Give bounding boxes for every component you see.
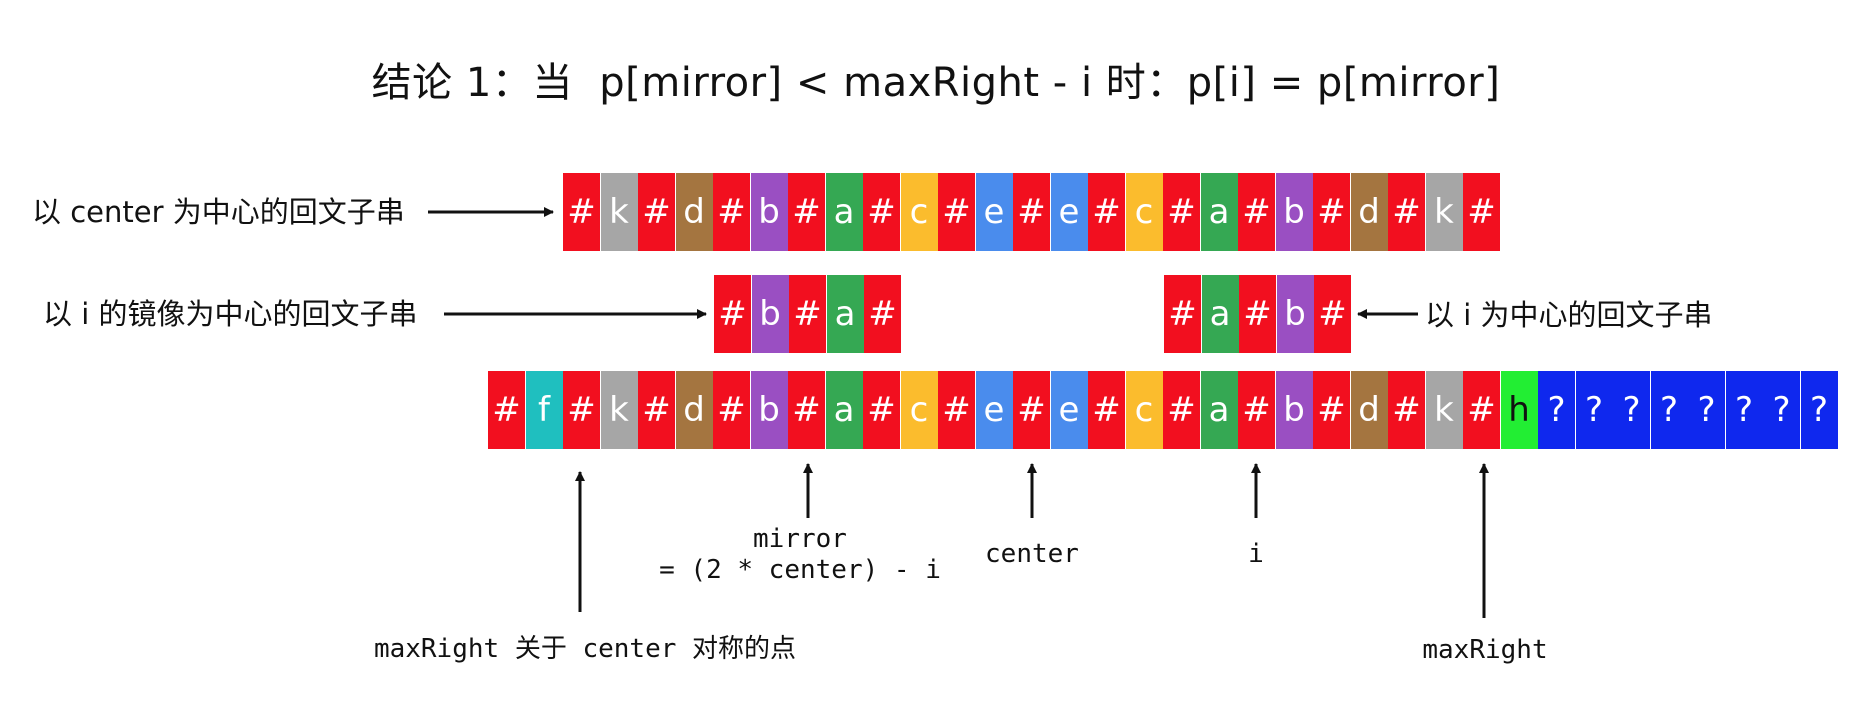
char-cell: a bbox=[825, 173, 863, 251]
char-cell: # bbox=[1088, 371, 1125, 449]
char-cell: # bbox=[638, 371, 675, 449]
char-cell: # bbox=[1238, 173, 1275, 251]
char-cell: # bbox=[1238, 371, 1275, 449]
max-right-label: maxRight bbox=[1422, 635, 1548, 665]
char-cell: e bbox=[1050, 371, 1088, 449]
char-cell: # bbox=[714, 275, 751, 353]
char-cell: a bbox=[1201, 275, 1239, 353]
char-cell: # bbox=[1388, 173, 1425, 251]
char-cell: c bbox=[900, 173, 938, 251]
char-cell: b bbox=[750, 371, 788, 449]
char-cell: ? bbox=[1688, 371, 1725, 449]
char-cell: b bbox=[1276, 275, 1314, 353]
char-cell: # bbox=[1163, 371, 1200, 449]
char-cell: d bbox=[675, 371, 713, 449]
char-cell: h bbox=[1500, 371, 1538, 449]
char-cell: e bbox=[975, 371, 1013, 449]
char-cell: k bbox=[1425, 371, 1463, 449]
char-cell: ? bbox=[1725, 371, 1763, 449]
char-cell: e bbox=[975, 173, 1013, 251]
char-cell: k bbox=[600, 173, 638, 251]
char-cell: c bbox=[900, 371, 938, 449]
char-cell: # bbox=[1313, 173, 1350, 251]
char-cell: e bbox=[1050, 173, 1088, 251]
char-cell: c bbox=[1125, 173, 1163, 251]
char-cell: # bbox=[1088, 173, 1125, 251]
char-cell: d bbox=[1350, 371, 1388, 449]
char-cell: ? bbox=[1800, 371, 1838, 449]
char-cell: # bbox=[788, 371, 825, 449]
char-cell: # bbox=[789, 275, 826, 353]
char-cell: # bbox=[1164, 275, 1201, 353]
center-palindrome-label: 以 center 为中心的回文子串 bbox=[32, 195, 405, 229]
char-cell: # bbox=[563, 371, 600, 449]
char-cell: c bbox=[1125, 371, 1163, 449]
page-title: 结论 1：当 p[mirror] < maxRight - i 时：p[i] =… bbox=[371, 60, 1501, 106]
char-cell: a bbox=[826, 275, 864, 353]
char-cell: ? bbox=[1613, 371, 1650, 449]
char-cell: a bbox=[1200, 371, 1238, 449]
i-label: i bbox=[1248, 539, 1264, 569]
char-cell: f bbox=[525, 371, 563, 449]
char-cell: b bbox=[751, 275, 789, 353]
char-cell: ? bbox=[1575, 371, 1613, 449]
char-cell: # bbox=[863, 371, 900, 449]
mirror-formula: = (2 * center) - i bbox=[659, 555, 941, 585]
char-cell: k bbox=[600, 371, 638, 449]
char-cell: # bbox=[563, 173, 600, 251]
char-cell: # bbox=[938, 173, 975, 251]
char-cell: # bbox=[864, 275, 901, 353]
char-cell: # bbox=[1463, 371, 1500, 449]
char-cell: b bbox=[1275, 371, 1313, 449]
char-cell: # bbox=[1013, 173, 1050, 251]
char-cell: # bbox=[638, 173, 675, 251]
char-cell: k bbox=[1425, 173, 1463, 251]
mirror-palindrome-row: #b#a# bbox=[714, 275, 902, 353]
char-cell: ? bbox=[1650, 371, 1688, 449]
char-cell: # bbox=[1239, 275, 1276, 353]
mirror-palindrome-label: 以 i 的镜像为中心的回文子串 bbox=[43, 297, 418, 331]
char-cell: b bbox=[750, 173, 788, 251]
char-cell: # bbox=[1314, 275, 1351, 353]
char-cell: # bbox=[938, 371, 975, 449]
char-cell: # bbox=[1388, 371, 1425, 449]
char-cell: d bbox=[1350, 173, 1388, 251]
char-cell: ? bbox=[1538, 371, 1575, 449]
char-cell: # bbox=[713, 173, 750, 251]
main-string-row: #f#k#d#b#a#c#e#e#c#a#b#d#k#h???????? bbox=[488, 371, 1838, 449]
char-cell: d bbox=[675, 173, 713, 251]
i-palindrome-label: 以 i 为中心的回文子串 bbox=[1425, 298, 1713, 332]
char-cell: # bbox=[1013, 371, 1050, 449]
char-cell: ? bbox=[1763, 371, 1800, 449]
char-cell: # bbox=[1163, 173, 1200, 251]
center-label: center bbox=[985, 539, 1079, 569]
char-cell: # bbox=[488, 371, 525, 449]
char-cell: # bbox=[713, 371, 750, 449]
char-cell: # bbox=[1463, 173, 1500, 251]
max-right-mirror-label: maxRight 关于 center 对称的点 bbox=[373, 634, 797, 664]
i-palindrome-row: #a#b# bbox=[1164, 275, 1352, 353]
char-cell: # bbox=[863, 173, 900, 251]
char-cell: a bbox=[1200, 173, 1238, 251]
char-cell: # bbox=[788, 173, 825, 251]
mirror-label: mirror bbox=[753, 524, 847, 554]
center-palindrome-row: #k#d#b#a#c#e#e#c#a#b#d#k# bbox=[563, 173, 1501, 251]
char-cell: b bbox=[1275, 173, 1313, 251]
char-cell: # bbox=[1313, 371, 1350, 449]
char-cell: a bbox=[825, 371, 863, 449]
